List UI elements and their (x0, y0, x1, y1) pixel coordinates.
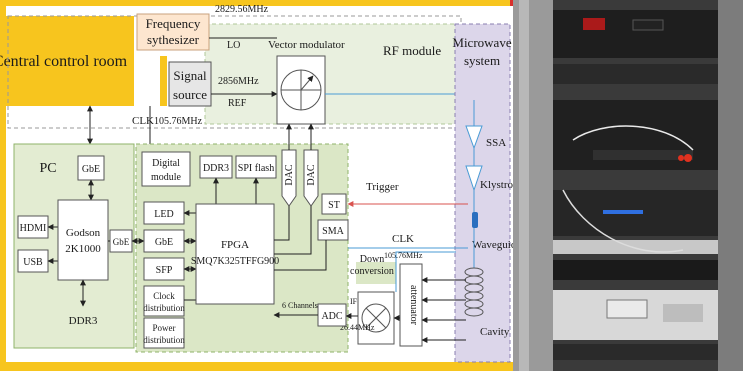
clk-top-label: CLK (132, 115, 154, 127)
trigger-label: Trigger (366, 181, 399, 193)
central-label: Central control room (0, 53, 128, 70)
gbe-godson-label: GbE (113, 237, 130, 247)
pc-label: PC (39, 161, 56, 176)
attenuator-label: attenuator (408, 285, 419, 326)
freq-line2: sythesizer (147, 32, 200, 47)
ref-label: REF (228, 98, 247, 109)
digital-line1: Digital (152, 158, 180, 169)
dac-1-label: DAC (284, 164, 295, 185)
sfp-label: SFP (156, 265, 173, 276)
microwave-line1: Microwave (452, 35, 511, 50)
clk-right-label: CLK (392, 233, 414, 245)
godson-line2: 2K1000 (65, 243, 101, 255)
ddr3-fpga-label: DDR3 (203, 163, 229, 174)
cavity-label: Cavity (480, 326, 510, 338)
freq-line1: Frequency (146, 16, 201, 31)
rf-module-label: RF module (383, 43, 441, 58)
clk-top-freq: 105.76MHz (154, 116, 203, 127)
fpga-line1: FPGA (221, 239, 249, 251)
godson-line1: Godson (66, 227, 101, 239)
usb-label: USB (23, 257, 43, 268)
gbe-fpga-label: GbE (155, 237, 173, 248)
lo-freq: 2829.56MHz (215, 4, 269, 15)
ddr3-godson-label: DDR3 (69, 315, 98, 327)
st-label: ST (328, 200, 340, 211)
vector-mod-label: Vector modulator (268, 39, 345, 51)
adc-label: ADC (321, 311, 342, 322)
godson-block (58, 200, 108, 280)
signal-line1: Signal (173, 68, 207, 83)
led-label: LED (154, 209, 173, 220)
sma-label: SMA (322, 226, 344, 237)
lo-label: LO (227, 40, 240, 51)
powerdist-line1: Power (153, 323, 176, 333)
clockdist-line1: Clock (153, 291, 175, 301)
clockdist-line2: distribution (143, 303, 185, 313)
signal-accent (160, 56, 167, 106)
ref-freq: 2856MHz (218, 76, 259, 87)
if-label: IF (350, 297, 358, 306)
microwave-line2: system (464, 53, 500, 68)
ssa-label: SSA (486, 137, 506, 149)
channels-label: 6 Channels (282, 301, 318, 310)
dac-2-label: DAC (306, 164, 317, 185)
signal-line2: source (173, 87, 207, 102)
hdmi-label: HDMI (20, 223, 47, 234)
down-line2: conversion (350, 266, 394, 277)
waveguide-coupler (472, 212, 478, 228)
powerdist-line2: distribution (143, 335, 185, 345)
digital-line2: module (151, 172, 182, 183)
rack-photo (513, 0, 743, 371)
down-line1: Down (360, 254, 384, 265)
spi-label: SPI flash (238, 163, 274, 174)
fpga-block (196, 204, 274, 304)
gbe-pc-label: GbE (82, 164, 100, 175)
fpga-line2: SMQ7K325TFFG900 (191, 256, 279, 267)
